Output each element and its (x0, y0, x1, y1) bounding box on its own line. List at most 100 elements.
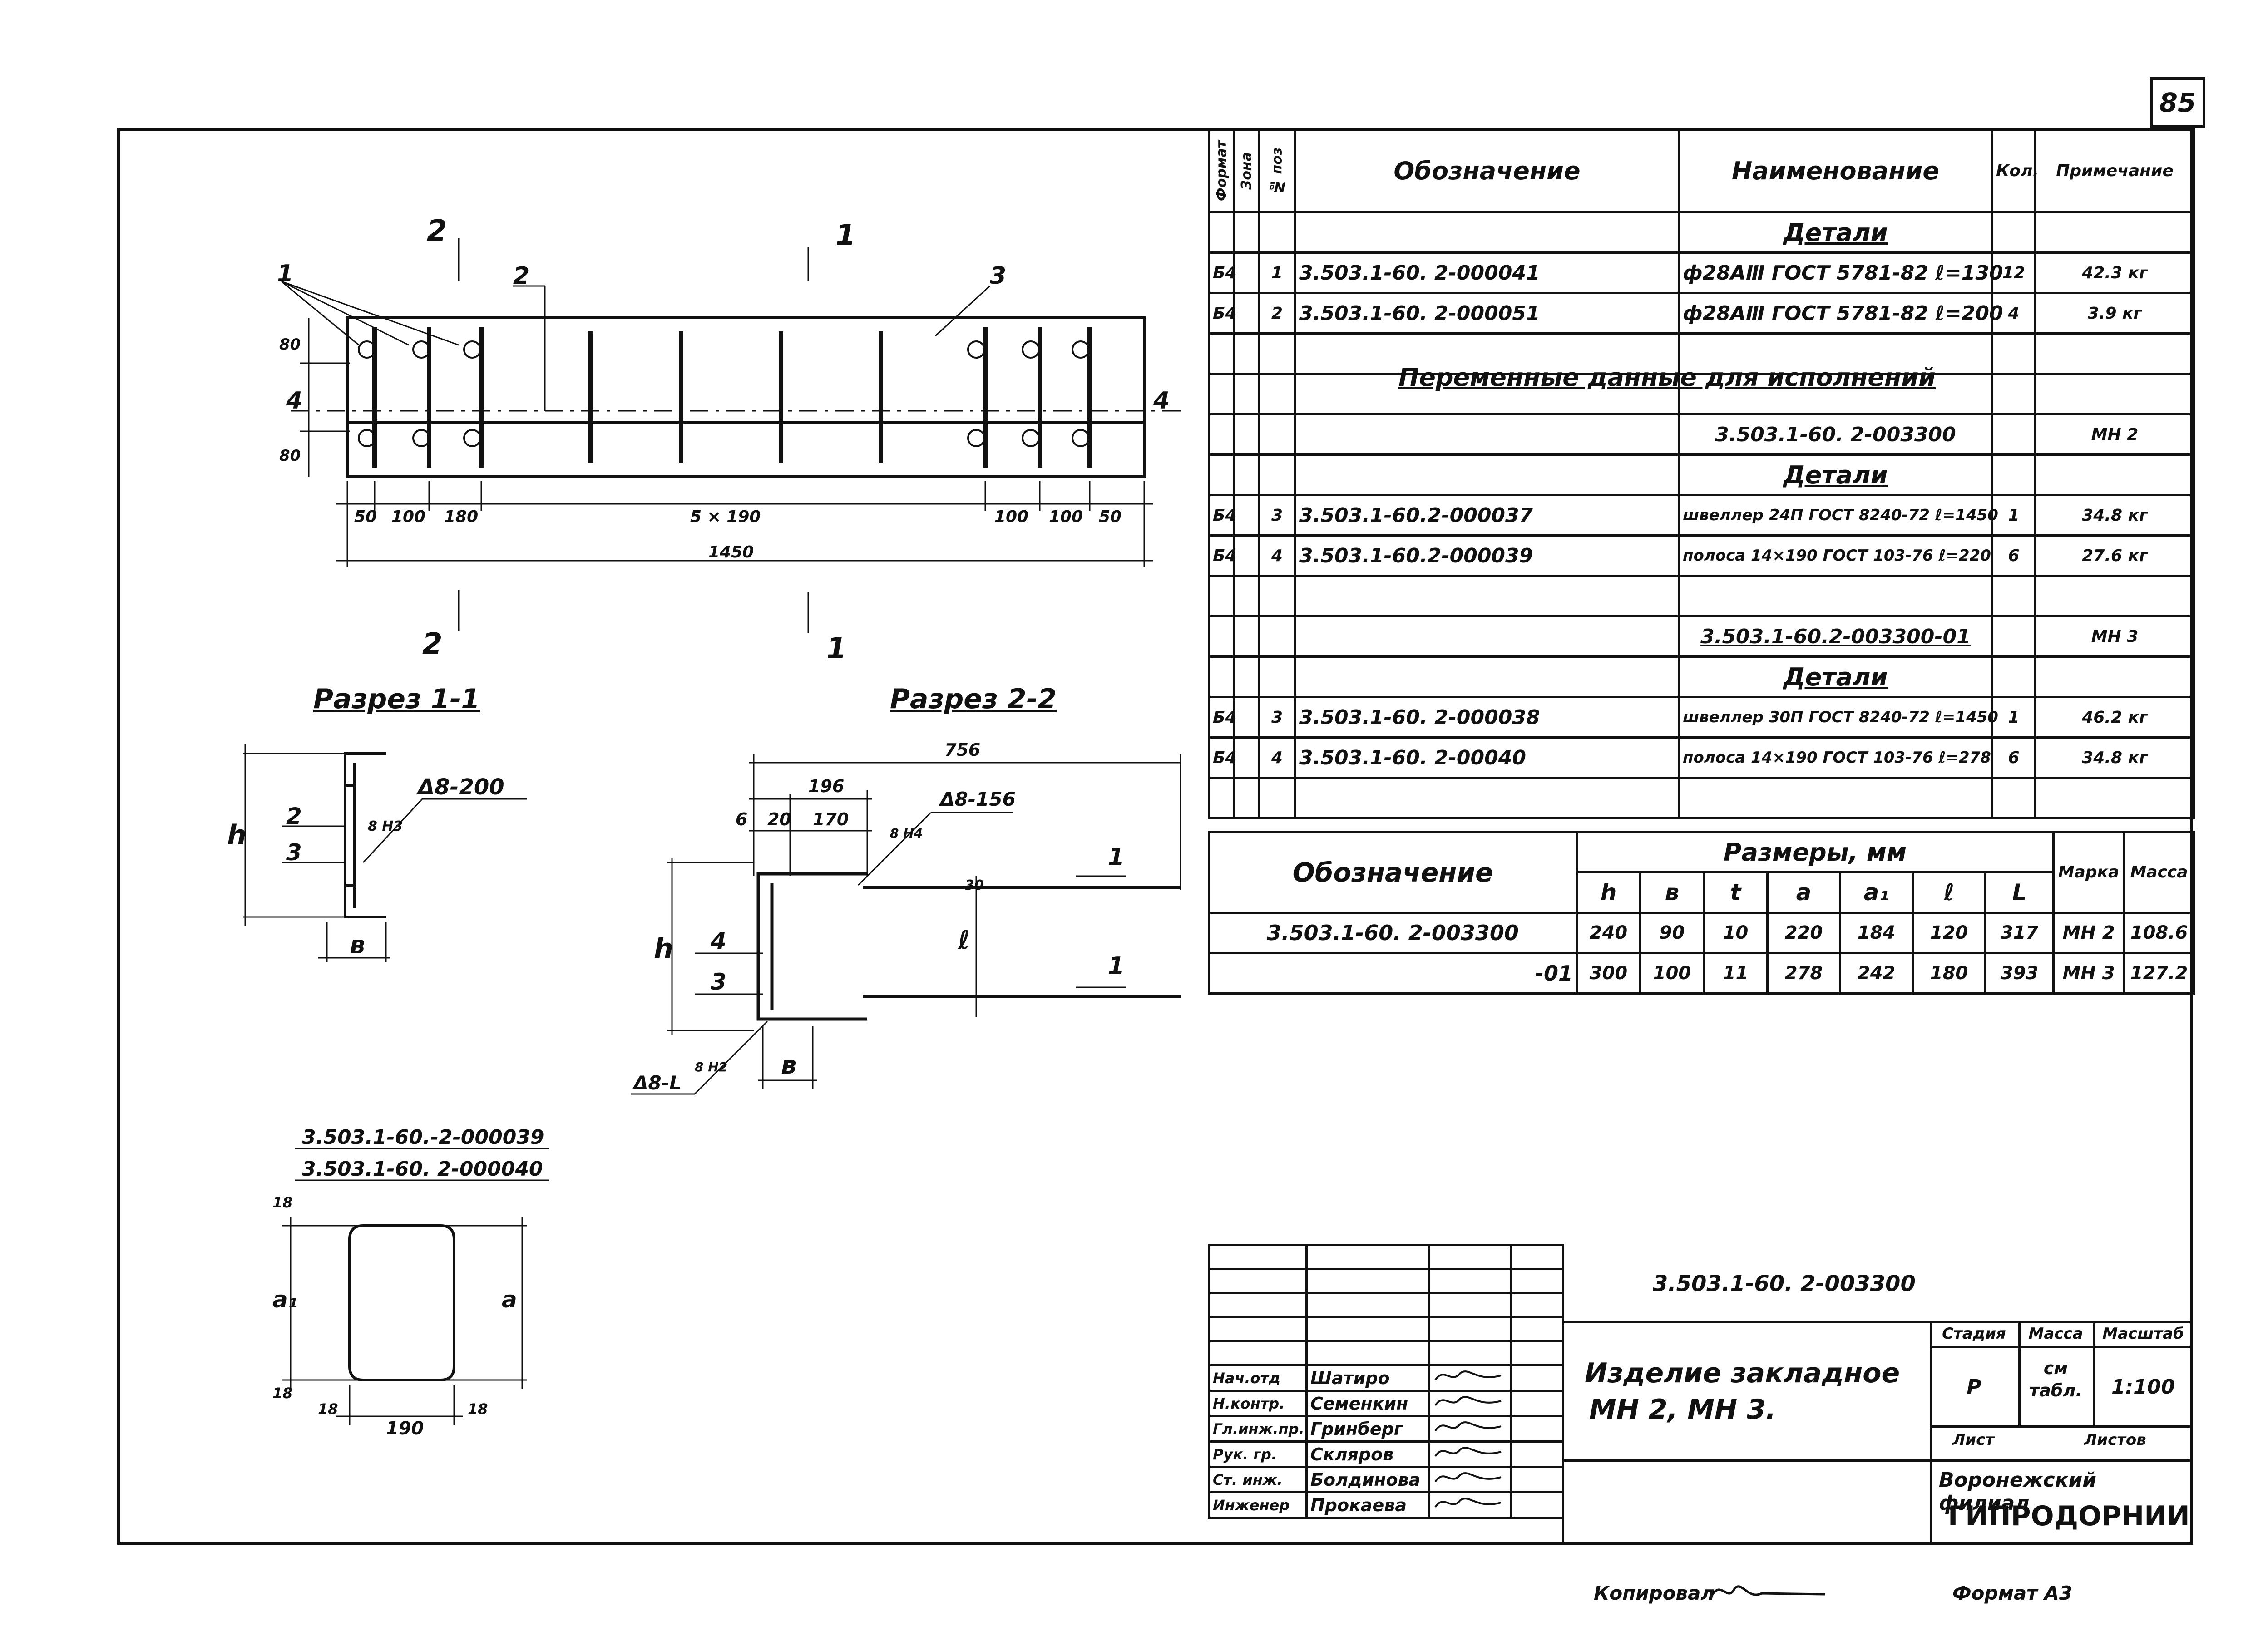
staff-date (1510, 1491, 1564, 1519)
spec-pos (1258, 332, 1296, 375)
spec-zone (1233, 736, 1260, 779)
spec-qty (1991, 332, 2036, 375)
spec-note: 27.6 кг (2034, 534, 2195, 577)
staff-date (1510, 1466, 1564, 1493)
dims-value: 242 (1839, 952, 1914, 995)
staff-cell (1428, 1268, 1512, 1294)
plate-18-top: 18 (272, 1194, 293, 1211)
sec2-196: 196 (808, 776, 844, 796)
sec2-170: 170 (813, 809, 849, 829)
sheet-label: Лист (1952, 1431, 1994, 1449)
staff-name: Семенкин (1305, 1390, 1430, 1417)
dims-value: 120 (1912, 912, 1986, 954)
dims-mark: МН 2 (2052, 912, 2125, 954)
plate-190: 190 (386, 1418, 424, 1439)
mass-value: см табл. (2029, 1358, 2082, 1401)
spec-row (1208, 373, 2195, 415)
sec2-pos3: 3 (711, 969, 726, 995)
stage-value: Р (1967, 1375, 1981, 1399)
spec-format (1208, 655, 1235, 698)
spec-hdr-note: Примечание (2034, 128, 2195, 213)
spec-hdr-qty: Кол. (1991, 128, 2039, 213)
page-number: 85 (2150, 77, 2205, 128)
staff-signature (1428, 1440, 1512, 1468)
staff-row: Н.контр.Семенкин (1208, 1390, 1564, 1417)
spec-format: Б4 (1208, 534, 1237, 577)
spec-zone (1233, 575, 1260, 617)
sec1-h: h (227, 819, 247, 851)
org-line2: ГИПРОДОРНИИ (1948, 1500, 2190, 1532)
doc-title-line2: МН 2, МН 3. (1589, 1394, 1776, 1425)
dims-col-2: t (1703, 871, 1769, 914)
spec-format (1208, 615, 1235, 658)
plate-18-left: 18 (318, 1400, 338, 1418)
sec2-6: 6 (736, 809, 747, 829)
spec-zone (1233, 696, 1260, 739)
staff-cell (1510, 1268, 1564, 1294)
dims-mass: 108.6 (2123, 912, 2196, 954)
spec-note: МН 2 (2034, 413, 2195, 456)
dims-hdr-sizes: Размеры, мм (1575, 831, 2055, 873)
doc-code: 3.503.1-60. 2-003300 (1653, 1271, 1916, 1296)
staff-name: Гринберг (1305, 1415, 1430, 1443)
sec1-weld2: 8 Н3 (368, 818, 403, 834)
spec-format: Б4 (1208, 292, 1237, 335)
staff-empty-row (1208, 1244, 1564, 1270)
staff-signature (1428, 1390, 1512, 1417)
cut-1-bottom: 1 (826, 632, 847, 665)
copied-signature (1710, 1585, 1826, 1597)
sec1-pos2: 2 (286, 803, 302, 829)
spec-name: Детали (1678, 211, 1993, 254)
spec-designation (1294, 777, 1680, 819)
plate-ref-1: 3.503.1-60.-2-000039 (302, 1126, 544, 1149)
plan-view-outline (346, 316, 1146, 478)
spec-designation (1294, 575, 1680, 617)
spec-qty: 1 (1991, 494, 2036, 537)
staff-role: Нач.отд (1208, 1364, 1308, 1392)
spec-designation: 3.503.1-60. 2-000038 (1294, 696, 1680, 739)
staff-name: Скляров (1305, 1440, 1430, 1468)
spec-zone (1233, 251, 1260, 294)
staff-date (1510, 1390, 1564, 1417)
dims-value: 240 (1576, 912, 1641, 954)
dims-col-4: а₁ (1839, 871, 1914, 914)
axis-4-left: 4 (286, 387, 302, 414)
dim-100-left: 100 (391, 508, 425, 526)
sec1-pos3: 3 (286, 839, 302, 866)
spec-pos (1258, 413, 1296, 456)
spec-name: ф28АⅢ ГОСТ 5781-82 ℓ=130 (1678, 251, 2003, 294)
spec-note (2034, 211, 2195, 254)
staff-cell (1305, 1340, 1430, 1366)
mass-header: Масса (2028, 1325, 2083, 1343)
spec-qty: 4 (1991, 292, 2036, 335)
scale-header: Масштаб (2102, 1325, 2184, 1343)
dims-value: 393 (1984, 952, 2055, 995)
staff-cell (1305, 1316, 1430, 1342)
org-line1: Воронежский филиал (1939, 1469, 2097, 1515)
spec-note: 46.2 кг (2034, 696, 2195, 739)
spec-note (2034, 453, 2195, 496)
staff-cell (1208, 1340, 1308, 1366)
spec-pos (1258, 453, 1296, 496)
spec-qty: 12 (1991, 251, 2036, 294)
dim-side1: 80 (279, 335, 301, 354)
spec-designation: 3.503.1-60.2-000039 (1294, 534, 1680, 577)
dims-value: 180 (1912, 952, 1986, 995)
spec-note: 34.8 кг (2034, 736, 2195, 779)
staff-cell (1305, 1292, 1430, 1318)
spec-qty (1991, 777, 2036, 819)
spec-designation (1294, 615, 1680, 658)
spec-qty: 6 (1991, 534, 2036, 577)
dims-value: 278 (1766, 952, 1841, 995)
spec-name: Детали (1678, 453, 1993, 496)
spec-row: Детали (1208, 211, 2195, 254)
spec-designation (1294, 332, 1680, 375)
